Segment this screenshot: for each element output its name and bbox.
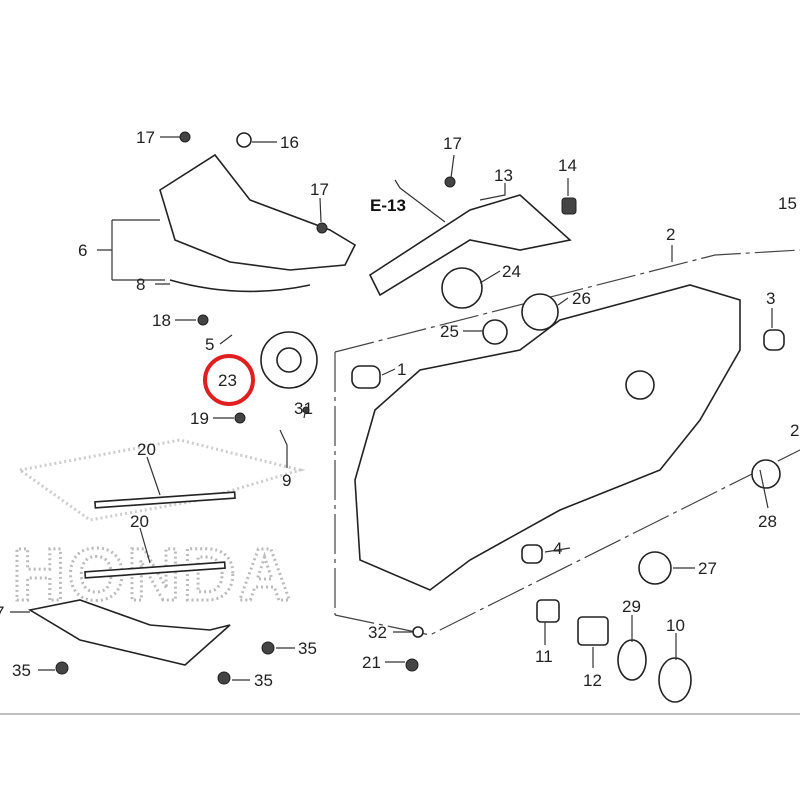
- crankcase-part-2: [354, 284, 741, 591]
- callout-20: 20: [130, 512, 149, 531]
- callout-21: 21: [362, 653, 381, 672]
- callout-12: 12: [583, 671, 602, 690]
- seal-part-8: [169, 279, 311, 293]
- dowel-part-3: [763, 329, 785, 351]
- callout-6: 6: [78, 241, 87, 260]
- callout-26: 26: [572, 289, 591, 308]
- callout-labels: 17 16 17 14 13 17 15 6 2 24 8 26 3 18 25…: [0, 128, 799, 690]
- callout-18: 18: [152, 311, 171, 330]
- callout-35: 35: [298, 639, 317, 658]
- callout-17: 17: [310, 180, 329, 199]
- bearing-inner: [276, 347, 302, 373]
- seal-part-28: [751, 459, 781, 489]
- seal-part-27: [638, 551, 672, 585]
- watermark-text: HONDA: [12, 533, 293, 616]
- bearing-part-24: [441, 267, 483, 309]
- callout-2x: 2: [790, 421, 799, 440]
- callout-1: 1: [397, 360, 406, 379]
- callout-20: 20: [137, 440, 156, 459]
- dowel-part-1: [351, 365, 381, 389]
- callout-24: 24: [502, 262, 521, 281]
- callout-35: 35: [12, 661, 31, 680]
- callout-14: 14: [558, 156, 577, 175]
- callout-10: 10: [666, 616, 685, 635]
- cover-part-6: [159, 153, 357, 271]
- callout-32: 32: [368, 623, 387, 642]
- assembly-box: [334, 249, 800, 636]
- bracket-part-13: [368, 194, 572, 297]
- callout-35: 35: [254, 671, 273, 690]
- dowel-part-4: [521, 544, 543, 564]
- skid-plate-part-7: [27, 599, 231, 666]
- leader-lines: [10, 136, 773, 681]
- callout-27: 27: [698, 559, 717, 578]
- reference-label-e13: E-13: [370, 196, 406, 215]
- nut-part-14: [561, 197, 577, 215]
- callout-9: 9: [282, 471, 291, 490]
- callout-4: 4: [553, 539, 562, 558]
- callout-29: 29: [622, 597, 641, 616]
- callout-17: 17: [136, 128, 155, 147]
- callout-16: 16: [280, 133, 299, 152]
- callout-11: 11: [535, 647, 553, 666]
- callout-3: 3: [766, 289, 775, 308]
- callout-17: 17: [443, 134, 462, 153]
- callout-31: 31: [294, 399, 313, 418]
- callout-5: 5: [205, 335, 214, 354]
- bearing-part-26: [521, 293, 559, 331]
- oring-part-29: [617, 639, 647, 681]
- bolt-part-11: [536, 599, 560, 623]
- callout-13: 13: [494, 166, 513, 185]
- callout-2: 2: [666, 225, 675, 244]
- callout-19: 19: [190, 409, 209, 428]
- callout-7: 7: [0, 603, 4, 622]
- callout-23: 23: [218, 371, 237, 390]
- stud-part-20-b: [84, 561, 226, 579]
- callout-28: 28: [758, 512, 777, 531]
- spring-part-12: [577, 616, 609, 646]
- stud-part-20-a: [94, 491, 236, 509]
- honda-watermark: HONDA: [11, 438, 306, 618]
- cap-part-10: [658, 657, 692, 703]
- callout-8: 8: [136, 275, 145, 294]
- seal-part-25: [482, 319, 508, 345]
- callout-25: 25: [440, 322, 459, 341]
- bolts: [55, 131, 456, 685]
- crankcase-bore: [625, 370, 655, 400]
- callout-15: 15: [778, 194, 797, 213]
- highlight-circle: [203, 354, 255, 406]
